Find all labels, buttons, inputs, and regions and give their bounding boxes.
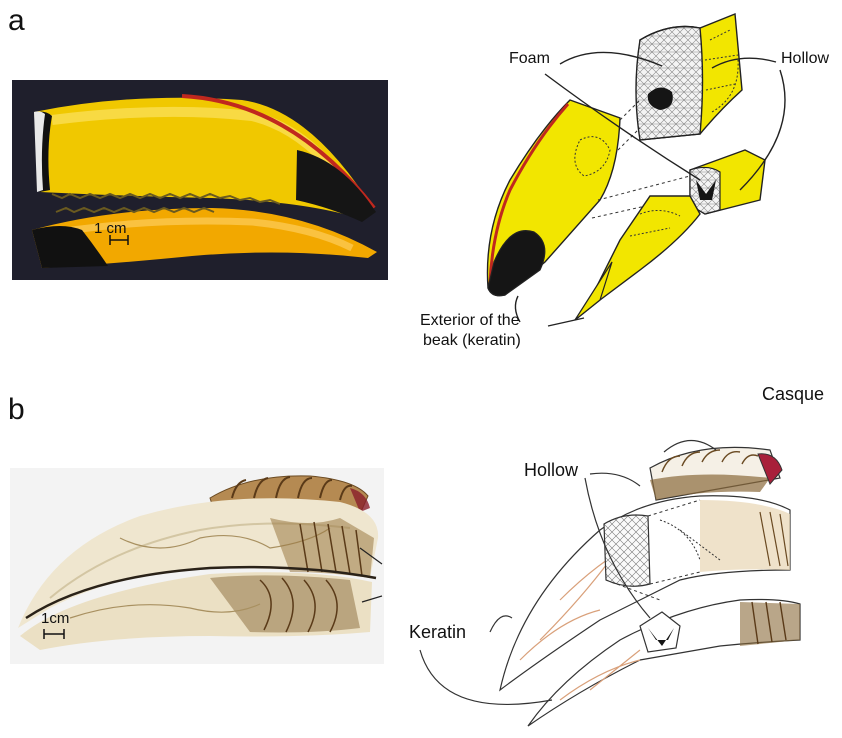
- label-hollow-b: Hollow: [524, 460, 578, 481]
- label-keratin: Keratin: [409, 622, 466, 643]
- label-casque: Casque: [762, 384, 824, 405]
